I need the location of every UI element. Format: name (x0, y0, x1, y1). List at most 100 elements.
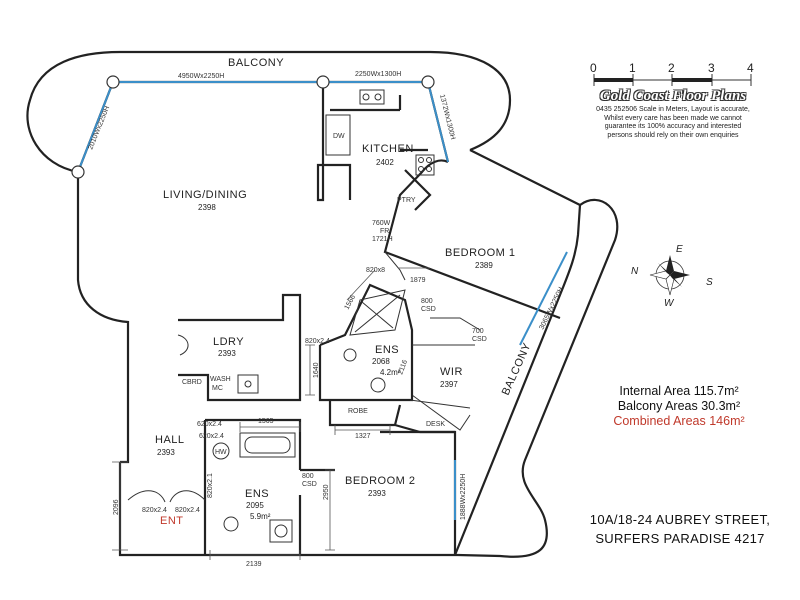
label-ldry: LDRY (213, 336, 244, 348)
laundry-wall (178, 293, 302, 402)
code-bedroom1: 2389 (475, 261, 493, 270)
compass-e: E (676, 244, 683, 255)
label-hall: HALL (155, 434, 185, 446)
compass-n: N (631, 266, 639, 277)
property-address: 10A/18-24 AUBREY STREET, SURFERS PARADIS… (570, 510, 790, 548)
dim-1640: 1640 (313, 362, 320, 378)
label-csd3a: 800 (302, 473, 314, 480)
label-living: LIVING/DINING (163, 189, 247, 201)
corner-node (421, 75, 435, 89)
brand-note-line: persons should rely on their own enquiri… (607, 131, 739, 139)
hot-water-icon (212, 442, 230, 460)
scale-tick-2: 2 (668, 61, 675, 75)
scale-tick-3: 3 (708, 61, 715, 75)
dim-820x24-ens: 820x2.4 (305, 338, 330, 345)
window-right-top (427, 81, 449, 163)
combined-area: Combined Areas 146m² (613, 414, 745, 428)
compass-s: S (706, 277, 713, 288)
label-csd2a: 700 (472, 328, 484, 335)
tub-drain-icon (244, 380, 252, 388)
label-csd1a: 800 (421, 298, 433, 305)
compass-rose-icon (649, 255, 690, 296)
label-csd2b: CSD (472, 336, 487, 343)
code-ldry: 2393 (218, 349, 236, 358)
wir-wall (409, 344, 475, 409)
laundry-door (177, 334, 189, 356)
burner-icon (426, 166, 432, 172)
dim-1566: 1566 (344, 294, 358, 311)
bathtub-icon (239, 432, 296, 458)
brand-block: Gold Coast Floor Plans 0435 252506 Scale… (586, 62, 760, 140)
kitchen-bench (316, 82, 432, 211)
dim-820x8: 820x8 (366, 267, 385, 274)
bedroom1-wall (383, 159, 582, 556)
bathtub-inner (244, 436, 291, 454)
code-ens1: 2068 (372, 357, 390, 366)
corner-node (71, 165, 85, 179)
dim-1565: 1565 (258, 418, 274, 425)
label-csd3b: CSD (302, 481, 317, 488)
label-fr-3: 1721H (372, 236, 393, 243)
sink-icon (359, 89, 385, 105)
label-ens2: ENS (245, 488, 269, 500)
code-ens2: 2095 (246, 501, 264, 510)
code-kitchen: 2402 (376, 158, 394, 167)
label-wash: WASH (210, 376, 231, 383)
dimension-lines (112, 267, 430, 560)
dishwasher-box (325, 114, 351, 156)
dim-win-bed2: 1888Wx2250H (460, 474, 467, 520)
corner-node (106, 75, 120, 89)
brand-note-line: guarantee its 100% accuracy and interest… (604, 123, 742, 130)
internal-area: Internal Area 115.7m² (619, 384, 739, 398)
dim-2096: 2096 (113, 499, 120, 515)
dim-1327: 1327 (355, 433, 371, 440)
label-bedroom1: BEDROOM 1 (445, 247, 516, 259)
window-bedroom1 (519, 251, 568, 346)
window-left (77, 81, 114, 173)
brand-note-line: 0435 252506 Scale in Meters, Layout is a… (596, 106, 750, 113)
area-ens2: 5.9m² (250, 512, 271, 521)
balcony-area: Balcony Areas 30.3m² (617, 399, 741, 413)
brand-name: Gold Coast Floor Plans (599, 88, 747, 104)
basin2-icon (274, 524, 288, 538)
toilet1-icon (343, 348, 357, 362)
label-ptry: PTRY (397, 197, 416, 204)
code-hall: 2393 (157, 448, 175, 457)
ens1-wall (318, 283, 414, 402)
toilet2-icon (223, 516, 239, 532)
ens2-wall (203, 418, 302, 555)
address-line2: SURFERS PARADISE 4217 (595, 531, 765, 546)
dim-win-top-left: 4950Wx2250H (178, 73, 224, 80)
burner-icon (418, 166, 424, 172)
dim-2116: 2116 (397, 359, 409, 376)
code-wir: 2397 (440, 380, 458, 389)
dim-1879: 1879 (410, 277, 426, 284)
label-robe: ROBE (348, 408, 368, 415)
label-desk: DESK (426, 421, 445, 428)
dim-2950: 2950 (323, 484, 330, 500)
ens2-basin-box (269, 519, 293, 543)
label-balcony-top: BALCONY (228, 57, 284, 69)
label-wir: WIR (440, 366, 463, 378)
dim-2139: 2139 (246, 561, 262, 568)
label-hw: HW (215, 449, 227, 456)
label-kitchen: KITCHEN (362, 143, 414, 155)
code-bedroom2: 2393 (368, 489, 386, 498)
label-cbrd: CBRD (182, 379, 202, 386)
exterior-wall (76, 80, 581, 557)
dim-820x24-ent-b: 820x2.4 (175, 507, 200, 514)
dim-820x24-ent-a: 820x2.4 (142, 507, 167, 514)
address-line1: 10A/18-24 AUBREY STREET, (589, 512, 771, 527)
label-fr-1: 760W (372, 220, 391, 227)
label-bedroom2: BEDROOM 2 (345, 475, 416, 487)
label-ens1: ENS (375, 344, 399, 356)
label-mc: MC (212, 385, 223, 392)
dim-620b: 620x2.4 (199, 433, 224, 440)
burner-icon (418, 157, 424, 163)
label-fr-2: FR (380, 228, 389, 235)
compass-w: W (664, 298, 675, 309)
sink-bowl-icon (362, 93, 370, 101)
label-dw: DW (333, 133, 345, 140)
brand-note-line: Whilst every care has been made we canno… (604, 114, 742, 122)
